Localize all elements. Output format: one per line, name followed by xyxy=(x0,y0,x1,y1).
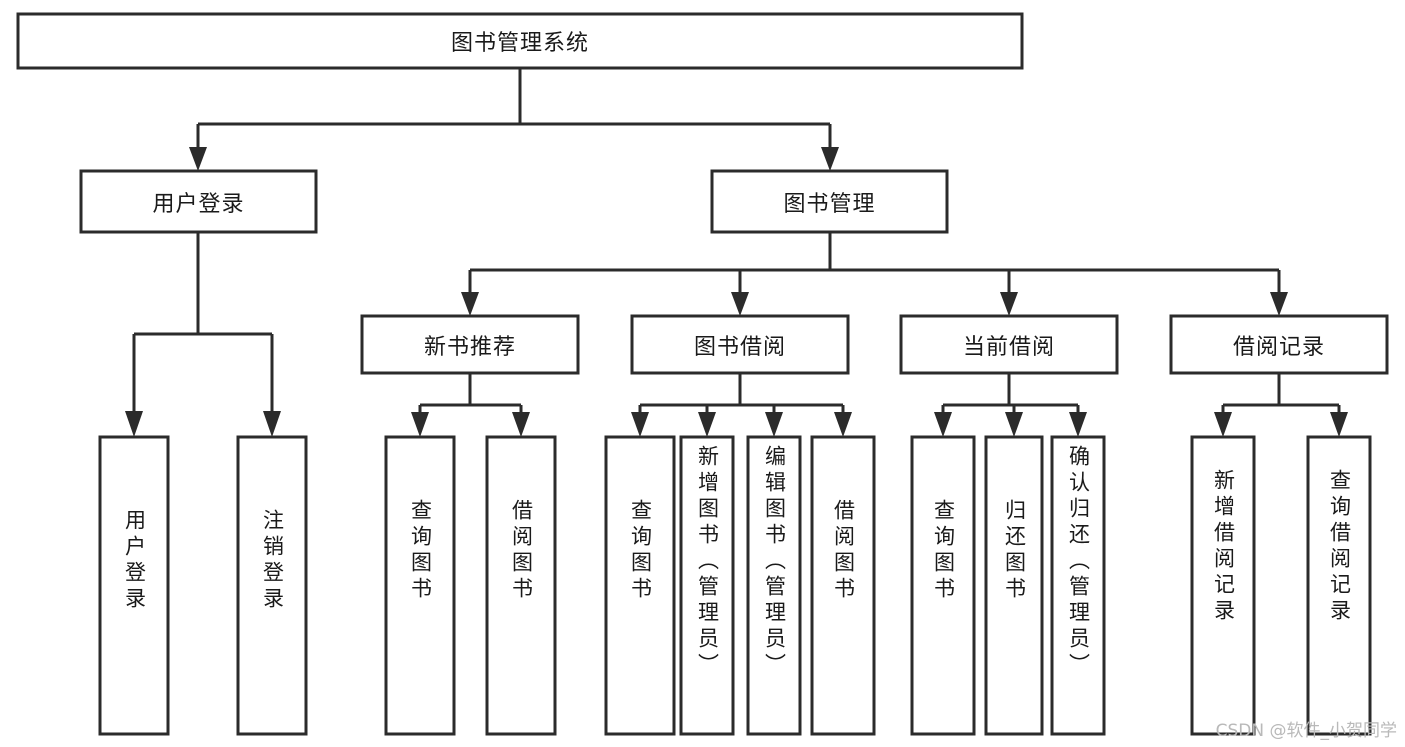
arrow-head-leaf-user-login xyxy=(125,411,143,437)
node-box-leaf-borrow-book-recommend[interactable] xyxy=(485,435,557,736)
node-box-leaf-logout[interactable] xyxy=(236,435,308,736)
arrow-head-leaf-query-book-borrow xyxy=(631,412,649,437)
arrow-head-leaf-return-book xyxy=(1005,412,1023,437)
arrow-head-leaf-confirm-return-admin xyxy=(1069,412,1087,437)
node-box-leaf-query-borrow-record[interactable] xyxy=(1306,435,1372,736)
arrow-head-leaf-borrow-book xyxy=(834,412,852,437)
node-box-current-borrow[interactable] xyxy=(899,314,1119,375)
node-box-leaf-add-book-admin[interactable] xyxy=(679,435,735,736)
node-box-leaf-user-login[interactable] xyxy=(98,435,170,736)
arrow-head-book-borrow xyxy=(731,292,749,316)
node-box-leaf-query-book-recommend[interactable] xyxy=(384,435,456,736)
node-boxes-layer xyxy=(16,12,1389,736)
arrow-head-current-borrow xyxy=(1000,292,1018,316)
arrow-head-leaf-logout xyxy=(263,411,281,437)
node-box-leaf-add-borrow-record[interactable] xyxy=(1190,435,1256,736)
arrow-head-leaf-query-book-current xyxy=(934,412,952,437)
node-box-leaf-return-book[interactable] xyxy=(984,435,1044,736)
arrow-head-leaf-query-book-recommend xyxy=(411,412,429,437)
arrow-head-leaf-edit-book-admin xyxy=(765,412,783,437)
arrow-head-leaf-add-borrow-record xyxy=(1214,412,1232,437)
node-box-leaf-edit-book-admin[interactable] xyxy=(746,435,802,736)
node-box-leaf-query-book-current[interactable] xyxy=(910,435,976,736)
node-box-borrow-record[interactable] xyxy=(1169,314,1389,375)
node-box-root[interactable] xyxy=(16,12,1024,70)
node-box-leaf-borrow-book[interactable] xyxy=(810,435,876,736)
node-box-user-login[interactable] xyxy=(79,169,318,234)
arrow-head-leaf-add-book-admin xyxy=(698,412,716,437)
connectors-layer xyxy=(125,68,1348,437)
node-box-leaf-confirm-return-admin[interactable] xyxy=(1050,435,1106,736)
arrow-head-book-management xyxy=(821,147,839,171)
arrow-head-new-book-recommend xyxy=(461,292,479,316)
arrow-head-leaf-query-borrow-record xyxy=(1330,412,1348,437)
node-box-book-management[interactable] xyxy=(710,169,949,234)
arrow-head-user-login xyxy=(189,147,207,171)
csdn-watermark: CSDN @软件_小贺同学 xyxy=(1215,721,1397,741)
node-box-leaf-query-book-borrow[interactable] xyxy=(604,435,676,736)
arrow-head-borrow-record xyxy=(1270,292,1288,316)
node-box-new-book-recommend[interactable] xyxy=(360,314,580,375)
arrow-head-leaf-borrow-book-recommend xyxy=(512,412,530,437)
node-box-book-borrow[interactable] xyxy=(630,314,850,375)
